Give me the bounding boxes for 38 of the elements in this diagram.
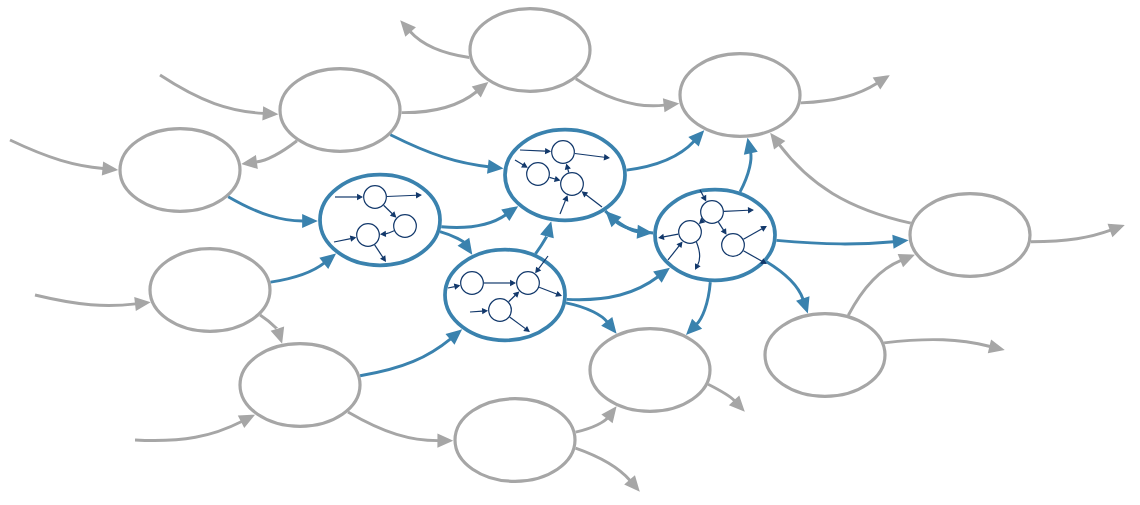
small-circle xyxy=(526,162,550,186)
small-arrow xyxy=(382,204,397,218)
small-circle xyxy=(488,298,512,322)
small-circle xyxy=(678,220,702,244)
small-arrow xyxy=(742,226,767,240)
small-circle xyxy=(460,271,484,295)
small-arrow xyxy=(559,195,569,215)
small-arrow xyxy=(695,241,701,270)
ellipse-node xyxy=(453,397,577,483)
small-arrow xyxy=(581,191,603,208)
small-arrow xyxy=(374,244,386,262)
small-arrow xyxy=(717,221,727,235)
ellipse-node xyxy=(678,52,802,138)
small-arrow xyxy=(667,241,683,261)
small-circle xyxy=(363,185,387,209)
small-circle xyxy=(516,271,540,295)
small-arrow xyxy=(514,159,528,168)
small-arrow xyxy=(658,233,679,240)
small-circle xyxy=(393,214,417,238)
ellipse-node xyxy=(588,327,712,413)
small-circle xyxy=(560,172,584,196)
small-arrow xyxy=(380,230,395,237)
ellipse-node xyxy=(468,7,592,93)
small-arrow xyxy=(574,152,610,161)
small-circle xyxy=(721,233,745,257)
ellipse-node xyxy=(148,247,272,333)
ellipse-node xyxy=(908,192,1032,278)
small-circle xyxy=(551,140,575,164)
small-arrow xyxy=(742,250,767,264)
small-arrow xyxy=(509,316,530,332)
ellipse-node xyxy=(278,67,402,153)
small-circle xyxy=(700,200,724,224)
small-circle xyxy=(356,223,380,247)
small-arrow xyxy=(538,286,562,297)
small-arrow xyxy=(508,291,520,303)
ellipse-node xyxy=(118,127,242,213)
ellipse-node xyxy=(238,342,362,428)
ellipse-node xyxy=(763,312,887,398)
